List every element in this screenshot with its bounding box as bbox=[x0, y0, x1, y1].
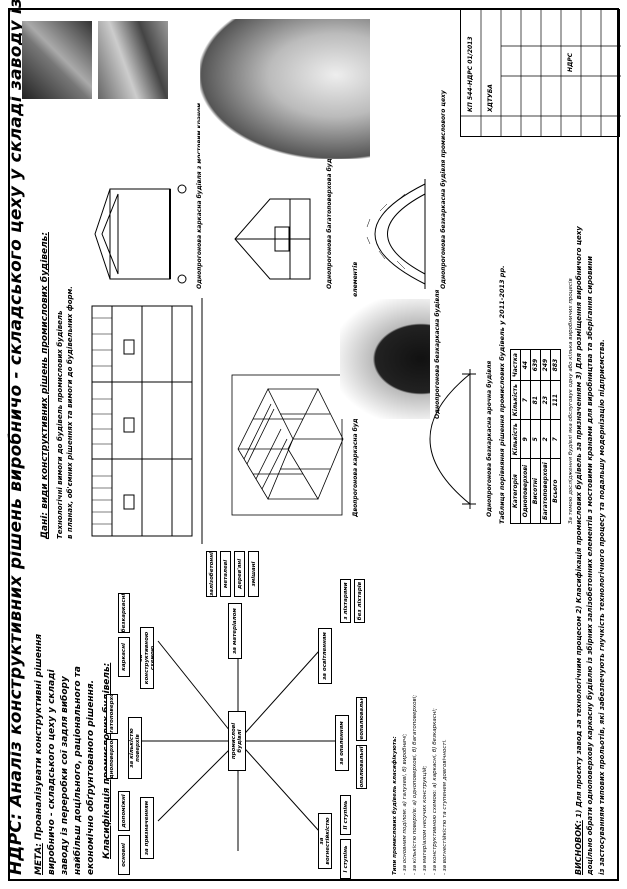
table-cell: Висотні bbox=[530, 458, 541, 524]
table-header-2: Кількість bbox=[510, 380, 521, 420]
dome-section-drawing bbox=[366, 179, 426, 289]
tree-leaf-5-0: опалювальні bbox=[356, 745, 367, 789]
table-cell: 7 bbox=[520, 380, 531, 420]
tree-branch-2: за конструктивною схемою bbox=[140, 627, 154, 689]
class-note-1: - за основним поділом: а) галузеві, б) в… bbox=[402, 733, 408, 875]
goal-line-4: економічно обґрунтованого рішення. bbox=[86, 679, 96, 875]
title-block-stamp: КП 544-НДРС 01/2013 ХДТУБА НДРС bbox=[460, 8, 621, 137]
table-note: За темою дослідження будівлі яка обслуго… bbox=[568, 278, 574, 524]
frame-section-drawing bbox=[91, 298, 203, 544]
mid-sub-1: в планах, об'ємних рішеннях та вимоги до… bbox=[66, 286, 74, 539]
goal-line-3: найбільш доцільного, раціонального та bbox=[73, 665, 83, 875]
table-cell: 639 bbox=[530, 349, 541, 381]
goal-line-0: Проаналізувати конструктивні рішення bbox=[34, 633, 44, 841]
table-cell: Багатоповерхові bbox=[540, 458, 551, 524]
table-header-0: Категорія bbox=[510, 458, 521, 524]
table-cell: 9 bbox=[520, 419, 531, 459]
conclusion-line-1: доцільно обрати одноповерхову каркасну б… bbox=[586, 255, 594, 875]
photo-steel-frame bbox=[98, 21, 168, 99]
multistorey-section-drawing bbox=[234, 198, 311, 280]
class-note-0: Типи промислових будівель класифікують: bbox=[392, 736, 398, 875]
table-header-3: Частка bbox=[510, 349, 521, 381]
tree-leaf-6-0: І ступінь bbox=[340, 839, 351, 879]
class-note-3: - за матеріалом несучих конструкцій; bbox=[422, 765, 428, 875]
stamp-org: ХДТУБА bbox=[487, 84, 494, 112]
classification-tree-lines bbox=[138, 626, 348, 851]
conclusion-line-0: 1) Для проєкту завод за технологічним пр… bbox=[575, 226, 583, 818]
table-cell: 81 bbox=[530, 380, 541, 420]
table-cell: Всього bbox=[550, 458, 561, 524]
table-row: Багатоповерхові 2 23 249 bbox=[540, 349, 551, 524]
tree-leaf-1-0: одноповерхові bbox=[106, 739, 118, 779]
tree-leaf-2-0: каркасні bbox=[118, 637, 130, 677]
caption-multi: Однопрогонова багатоповерхова будівля bbox=[326, 144, 333, 289]
photo-dome-structure bbox=[200, 19, 370, 159]
tree-branch-0: за призначенням bbox=[140, 797, 154, 859]
tree-leaf-0-0: основні bbox=[118, 835, 130, 875]
tree-leaf-4-1: без ліхтарів bbox=[354, 579, 365, 623]
table-cell: Одноповерхові bbox=[520, 458, 531, 524]
conclusion-label: ВИСНОВОК: bbox=[574, 820, 583, 875]
arch-section-drawing bbox=[429, 369, 476, 509]
tree-leaf-5-1: неопалювальні bbox=[356, 697, 367, 741]
mid-sub-0: Технологічні вимоги до будівель промисло… bbox=[56, 310, 64, 539]
tree-leaf-3-2: дерев'яні bbox=[234, 551, 245, 597]
tree-branch-5: за опаленням bbox=[335, 715, 349, 771]
caption-photo-mid: Однопрогонова безкаркасна будівля bbox=[434, 289, 441, 419]
tree-branch-1: за кількістю поверхів bbox=[128, 717, 142, 779]
table-cell: 23 bbox=[540, 380, 551, 420]
goal-line-2: заводу із переробки сої задля вибору bbox=[60, 676, 70, 875]
tree-leaf-3-3: змішані bbox=[248, 551, 259, 597]
isometric-frame-drawing bbox=[231, 374, 344, 516]
tree-branch-6: за вогнестійкістю bbox=[318, 813, 332, 869]
table-row: Всього 7 111 883 bbox=[550, 349, 561, 524]
table-cell: 44 bbox=[520, 349, 531, 381]
stamp-grid bbox=[461, 8, 621, 136]
tree-center-node: промислові будівлі bbox=[228, 711, 246, 771]
caption-arch: Однопрогонова безкаркасна арочна будівля bbox=[486, 360, 493, 517]
tree-leaf-2-1: безкаркасні bbox=[118, 593, 130, 633]
tree-leaf-1-1: багатоповерхові bbox=[106, 694, 118, 734]
conclusion-line-2: із застосуванням типових прольотів, які … bbox=[598, 339, 606, 875]
goal-label: МЕТА: bbox=[34, 843, 44, 875]
table-cell: 7 bbox=[550, 419, 561, 459]
sheet-title: НДРС: Аналіз конструктивних рішень вироб… bbox=[6, 0, 26, 875]
stamp-name: НДРС bbox=[567, 52, 574, 72]
table-header-row: Категорія Кількість Кількість Частка bbox=[510, 349, 521, 524]
table-cell: 249 bbox=[540, 349, 551, 381]
table-cell: 883 bbox=[550, 349, 561, 381]
tree-leaf-4-0: з ліхтарями bbox=[340, 579, 351, 623]
table-title: Таблиця порівняння рішення промислових б… bbox=[498, 265, 506, 524]
tree-branch-3: за матеріалом bbox=[228, 603, 242, 659]
tree-leaf-3-1: металеві bbox=[220, 551, 231, 597]
tree-leaf-0-1: допоміжні bbox=[118, 791, 130, 831]
class-note-2: - за кількістю поверхів: а) одноповерхов… bbox=[412, 694, 418, 875]
tree-leaf-6-1: ІІ ступінь bbox=[340, 795, 351, 835]
comparison-table: Категорія Кількість Кількість Частка Одн… bbox=[510, 349, 561, 524]
goal-block: МЕТА: Проаналізувати конструктивні рішен… bbox=[34, 634, 44, 875]
class-note-5: - за вогнестійкістю та ступенем довговіч… bbox=[442, 739, 448, 875]
table-cell: 2 bbox=[540, 419, 551, 459]
stamp-code: КП 544-НДРС 01/2013 bbox=[467, 36, 474, 112]
tree-branch-4: за освітленням bbox=[318, 628, 332, 684]
table-row: Одноповерхові 9 7 44 bbox=[520, 349, 531, 524]
tree-leaf-3-0: залізобетонні bbox=[206, 551, 217, 597]
table-row: Висотні 5 81 639 bbox=[530, 349, 541, 524]
sheet-frame bbox=[8, 8, 619, 881]
table-cell: 5 bbox=[530, 419, 541, 459]
conclusion-block: ВИСНОВОК: 1) Для проєкту завод за технол… bbox=[574, 226, 583, 875]
photo-arch-hangar bbox=[340, 299, 430, 419]
mid-title: Дані: види конструктивних рішень промисл… bbox=[40, 232, 50, 539]
table-cell: 111 bbox=[550, 380, 561, 420]
hall-section-drawing bbox=[94, 184, 187, 284]
caption-dome: Однопрогонова безкаркасна будівля промис… bbox=[440, 90, 447, 289]
table-header-1: Кількість bbox=[510, 419, 521, 459]
class-note-4: - за конструктивною схемою: а) каркасні,… bbox=[432, 708, 438, 875]
photo-interior-hall bbox=[22, 21, 92, 99]
goal-line-1: виробничо - складського цеху у складі bbox=[47, 669, 57, 875]
